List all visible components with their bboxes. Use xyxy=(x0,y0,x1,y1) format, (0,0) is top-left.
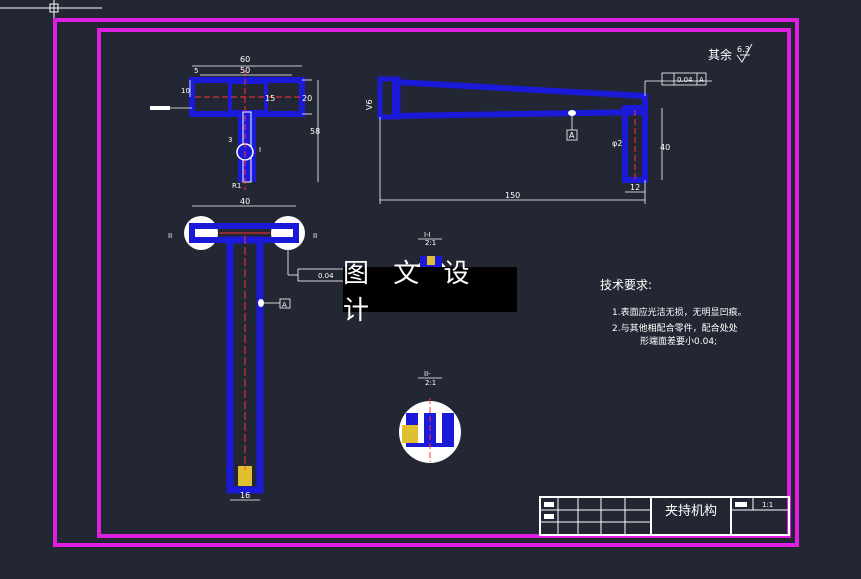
detail-i-scale: 2:1 xyxy=(425,239,436,247)
title-block-scale: 1:1 xyxy=(762,501,773,509)
tech-requirement-2: 2.与其他相配合零件，配合处处 xyxy=(612,324,738,334)
cad-cursor xyxy=(0,0,102,60)
surface-note-label: 其余 xyxy=(708,48,733,62)
dim-10: 10 xyxy=(181,87,190,95)
datum-a-front: A xyxy=(282,301,287,309)
watermark: 图 文 设 计 xyxy=(343,259,517,326)
tolerance-side: 0.04 xyxy=(677,76,693,84)
section-label-i: I xyxy=(259,146,261,154)
dim-150: 150 xyxy=(505,191,520,200)
title-block-title: 夹持机构 xyxy=(664,504,717,519)
tech-requirement-3: 形端面差要小0.04; xyxy=(640,337,718,347)
dim-3: 3 xyxy=(228,136,232,144)
title-block xyxy=(539,496,790,536)
detail-ii-label: II- xyxy=(424,370,431,378)
dim-40-front: 40 xyxy=(240,197,250,206)
inner-frame xyxy=(97,28,791,538)
dim-phi2: φ2 xyxy=(612,139,622,148)
datum-a-side: A xyxy=(569,131,575,140)
dim-60: 60 xyxy=(240,55,250,64)
dim-58: 58 xyxy=(310,127,320,136)
dim-16: 16 xyxy=(240,491,250,500)
dim-12: 12 xyxy=(630,183,640,192)
section-label-ii-right: II xyxy=(313,232,317,240)
front-view: A 0.04 40 16 II II xyxy=(168,197,345,501)
tolerance-datum-side: A xyxy=(699,76,704,84)
top-view: 60 50 5 10 15 20 58 3 R1 I xyxy=(150,55,320,190)
dim-v6: V6 xyxy=(365,99,374,110)
dim-15: 15 xyxy=(265,94,275,103)
surface-roughness-symbol xyxy=(736,43,753,63)
dim-40-side: 40 xyxy=(660,143,670,152)
dim-5: 5 xyxy=(194,67,198,75)
detail-ii: II- 2:1 xyxy=(399,370,461,463)
dim-50: 50 xyxy=(240,66,250,75)
tech-requirement-1: 1.表面应光洁无损，无明显凹痕。 xyxy=(612,308,747,318)
side-view: A 0.04 A 150 12 40 φ2 V6 xyxy=(365,72,712,204)
dim-20: 20 xyxy=(302,94,312,103)
detail-i-label: I-I xyxy=(424,231,431,239)
outer-frame xyxy=(53,18,799,547)
tech-requirements-heading: 技术要求: xyxy=(600,278,653,292)
roughness-value: 6.3 xyxy=(737,45,750,54)
dim-r1: R1 xyxy=(232,182,241,190)
detail-ii-scale: 2:1 xyxy=(425,379,436,387)
section-label-ii-left: II xyxy=(168,232,172,240)
tolerance-front: 0.04 xyxy=(318,272,334,280)
